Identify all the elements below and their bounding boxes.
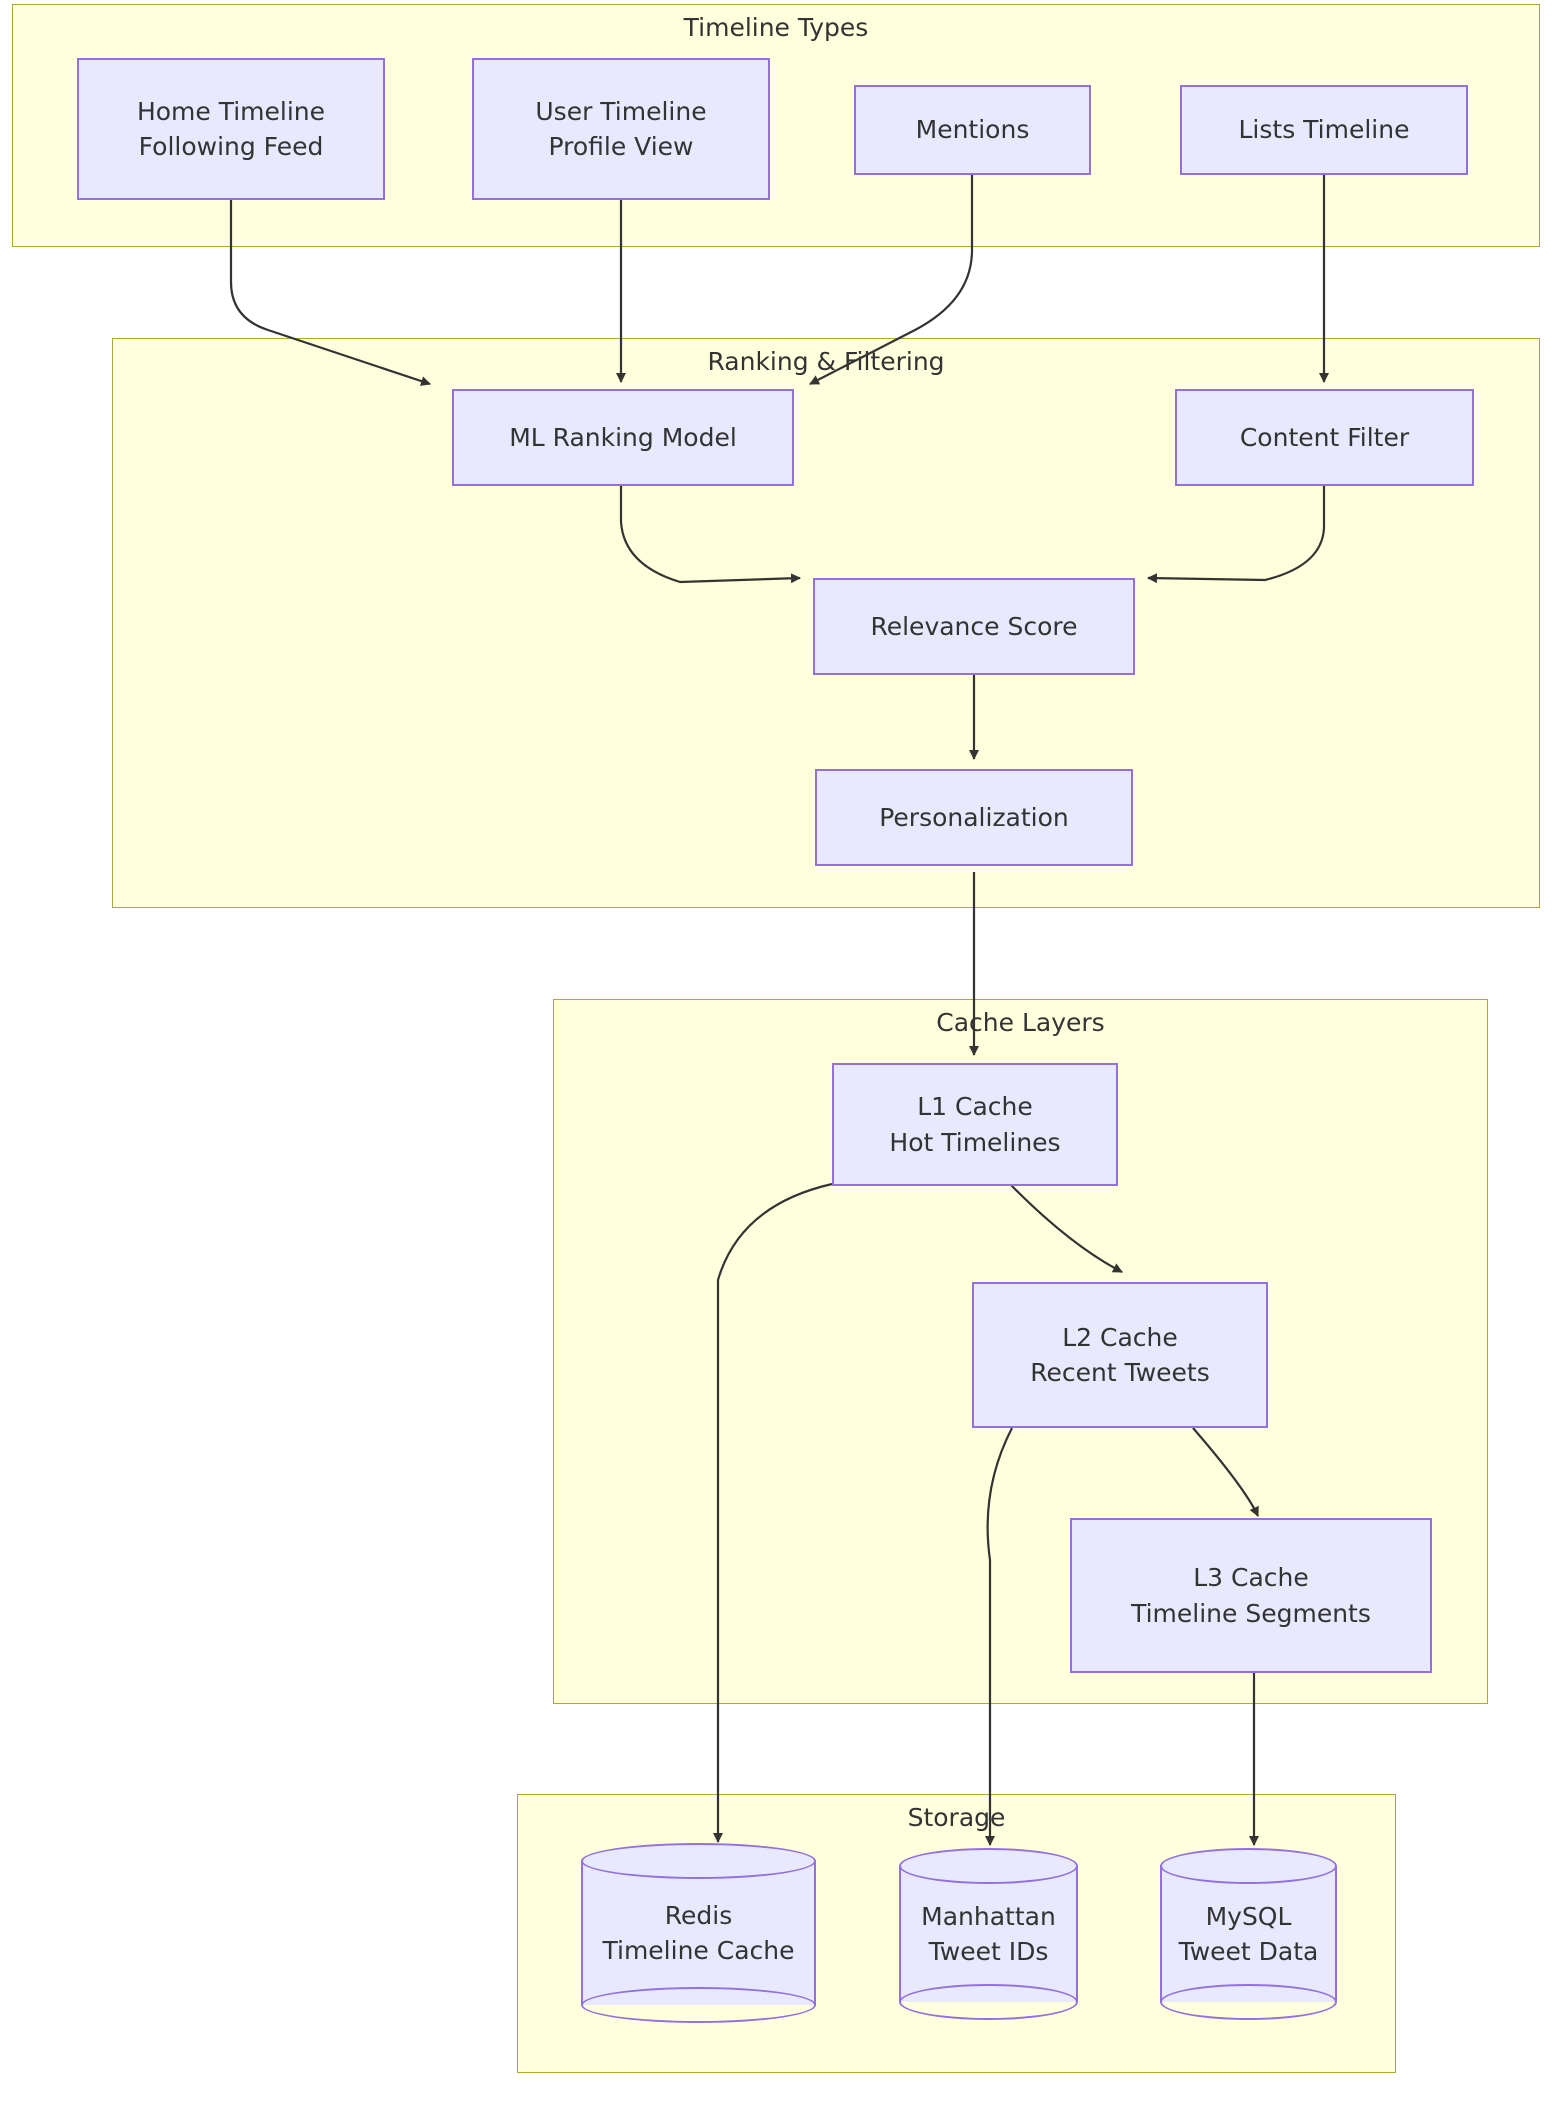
redis-cylinder-top bbox=[581, 1843, 816, 1879]
node-l3-cache-line2: Timeline Segments bbox=[1131, 1598, 1371, 1628]
node-user-timeline-line2: Profile View bbox=[548, 132, 694, 161]
redis-cylinder-body bbox=[581, 1861, 816, 2005]
node-manhattan[interactable]: Manhattan Tweet IDs bbox=[899, 1848, 1078, 2020]
node-redis[interactable]: Redis Timeline Cache bbox=[581, 1843, 816, 2023]
mysql-cylinder-body bbox=[1160, 1866, 1337, 2002]
node-l1-cache-line1: L1 Cache bbox=[917, 1092, 1033, 1121]
node-mysql[interactable]: MySQL Tweet Data bbox=[1160, 1848, 1337, 2020]
node-content-filter-line1: Content Filter bbox=[1239, 422, 1410, 452]
node-ml-ranking-model[interactable]: ML Ranking Model bbox=[452, 389, 794, 486]
node-personalization[interactable]: Personalization bbox=[815, 769, 1133, 866]
node-home-timeline-line2: Following Feed bbox=[138, 132, 324, 161]
node-l1-cache-line2: Hot Timelines bbox=[889, 1127, 1061, 1157]
cluster-label-storage: Storage bbox=[907, 1803, 1006, 1832]
node-manhattan-line1: Manhattan bbox=[921, 1901, 1056, 1931]
node-lists-timeline-line1: Lists Timeline bbox=[1238, 115, 1410, 145]
mysql-cylinder-top bbox=[1160, 1848, 1337, 1884]
node-lists-timeline[interactable]: Lists Timeline bbox=[1180, 85, 1468, 175]
node-relevance-score-line1: Relevance Score bbox=[870, 611, 1078, 641]
node-manhattan-line2: Tweet IDs bbox=[928, 1937, 1049, 1966]
redis-cylinder-bottom bbox=[581, 1987, 816, 2023]
node-user-timeline[interactable]: User Timeline Profile View bbox=[472, 58, 770, 200]
cluster-label-cache-layers: Cache Layers bbox=[936, 1008, 1105, 1037]
cluster-label-timeline-types: Timeline Types bbox=[683, 13, 869, 42]
node-user-timeline-line1: User Timeline bbox=[535, 96, 707, 126]
node-l3-cache-line1: L3 Cache bbox=[1193, 1563, 1309, 1592]
manhattan-label: Manhattan Tweet IDs bbox=[899, 1848, 1078, 2020]
node-l2-cache-line2: Recent Tweets bbox=[1030, 1358, 1210, 1387]
node-redis-line2: Timeline Cache bbox=[602, 1936, 795, 1965]
node-l2-cache-line1: L2 Cache bbox=[1062, 1322, 1178, 1352]
node-l1-cache[interactable]: L1 Cache Hot Timelines bbox=[832, 1063, 1118, 1186]
node-mysql-line1: MySQL bbox=[1205, 1901, 1292, 1931]
node-mentions[interactable]: Mentions bbox=[854, 85, 1091, 175]
redis-label: Redis Timeline Cache bbox=[581, 1843, 816, 2023]
node-personalization-line1: Personalization bbox=[879, 802, 1069, 832]
manhattan-cylinder-top bbox=[899, 1848, 1078, 1884]
node-relevance-score[interactable]: Relevance Score bbox=[813, 578, 1135, 675]
node-mysql-line2: Tweet Data bbox=[1178, 1937, 1319, 1966]
cluster-label-ranking-filtering: Ranking & Filtering bbox=[707, 347, 945, 376]
manhattan-cylinder-bottom bbox=[899, 1984, 1078, 2020]
mysql-cylinder-bottom bbox=[1160, 1984, 1337, 2020]
node-redis-line1: Redis bbox=[664, 1900, 733, 1930]
mysql-label: MySQL Tweet Data bbox=[1160, 1848, 1337, 2020]
node-mentions-line1: Mentions bbox=[915, 115, 1030, 145]
node-home-timeline-line1: Home Timeline bbox=[136, 96, 326, 126]
node-l2-cache[interactable]: L2 Cache Recent Tweets bbox=[972, 1282, 1268, 1428]
node-l3-cache[interactable]: L3 Cache Timeline Segments bbox=[1070, 1518, 1432, 1673]
node-ml-ranking-model-line1: ML Ranking Model bbox=[509, 422, 737, 452]
node-home-timeline[interactable]: Home Timeline Following Feed bbox=[77, 58, 385, 200]
node-content-filter[interactable]: Content Filter bbox=[1175, 389, 1474, 486]
manhattan-cylinder-body bbox=[899, 1866, 1078, 2002]
